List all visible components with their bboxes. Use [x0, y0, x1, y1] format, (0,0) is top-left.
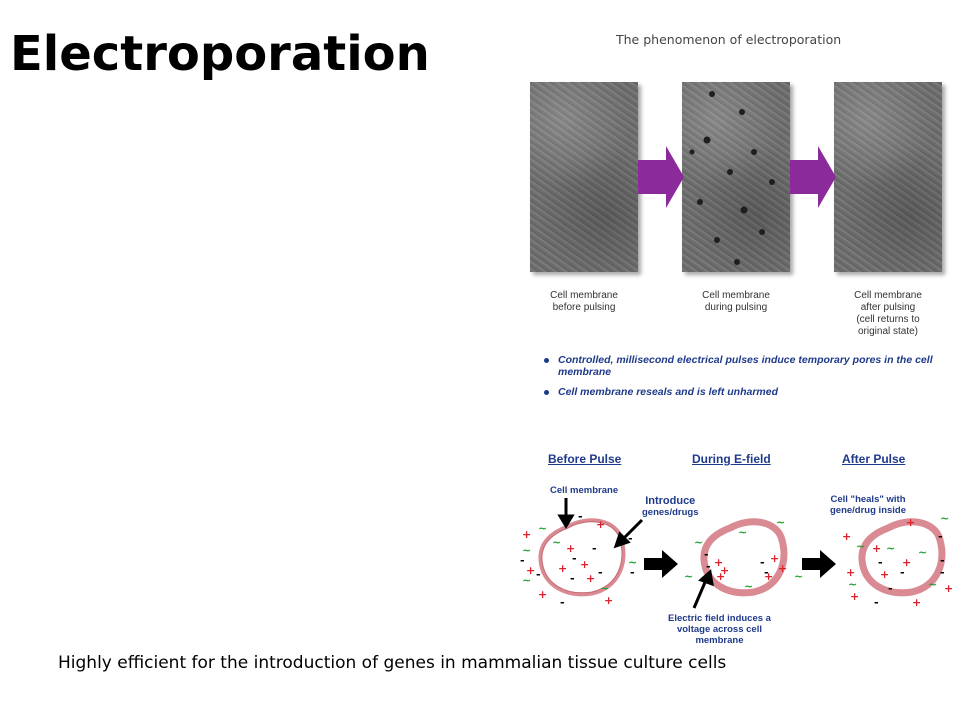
pointer-arrows	[557, 498, 714, 609]
note-heals: Cell "heals" with gene/drug inside	[830, 494, 907, 516]
header-before-pulse: Before Pulse	[548, 452, 622, 466]
svg-text:-: -	[706, 560, 711, 573]
svg-text:+: +	[846, 566, 855, 579]
svg-text:-: -	[598, 566, 603, 579]
svg-text:-: -	[938, 530, 943, 543]
note-introduce: Introduce genes/drugs	[642, 495, 699, 519]
bullet-item: Controlled, millisecond electrical pulse…	[544, 354, 944, 378]
svg-text:~: ~	[600, 582, 609, 595]
membrane-photo-after	[834, 82, 942, 272]
svg-text:+: +	[566, 542, 575, 555]
svg-text:-: -	[764, 566, 769, 579]
svg-text:+: +	[580, 558, 589, 571]
svg-text:+: +	[764, 570, 773, 583]
svg-text:-: -	[760, 556, 765, 569]
svg-text:+: +	[720, 564, 729, 577]
membrane-photo-before	[530, 82, 638, 272]
svg-text:-: -	[536, 568, 541, 581]
svg-text:+: +	[526, 564, 535, 577]
svg-text:+: +	[586, 572, 595, 585]
svg-text:~: ~	[928, 578, 937, 591]
svg-text:-: -	[570, 572, 575, 585]
svg-text:+: +	[842, 530, 851, 543]
svg-text:~: ~	[684, 570, 693, 583]
svg-text:-: -	[628, 532, 633, 545]
svg-text:-: -	[560, 596, 565, 609]
svg-text:~: ~	[744, 580, 753, 593]
svg-text:+: +	[596, 518, 605, 531]
svg-text:~: ~	[776, 516, 785, 529]
svg-text:+: +	[850, 590, 859, 603]
charge-symbols: +++ +++ +++ +++ +++ +++ +++ +++ ~~~ ~~~ …	[520, 510, 953, 609]
svg-text:-: -	[940, 554, 945, 567]
page-title: Electroporation	[10, 26, 430, 82]
svg-text:-: -	[878, 556, 883, 569]
slide-caption: Highly efficient for the introduction of…	[58, 653, 727, 673]
bullet-item: Cell membrane reseals and is left unharm…	[544, 386, 944, 398]
svg-text:~: ~	[694, 536, 703, 549]
figure-bullets: Controlled, millisecond electrical pulse…	[544, 354, 944, 406]
svg-text:+: +	[906, 516, 915, 529]
svg-text:-: -	[900, 566, 905, 579]
svg-text:+: +	[872, 542, 881, 555]
svg-text:~: ~	[552, 536, 561, 549]
svg-text:-: -	[520, 554, 525, 567]
cell-after	[858, 518, 946, 597]
note-cell-membrane: Cell membrane	[550, 485, 619, 496]
cell-before	[538, 518, 626, 597]
svg-text:+: +	[902, 556, 911, 569]
header-during-field: During E-field	[692, 452, 771, 466]
svg-text:-: -	[874, 596, 879, 609]
svg-text:+: +	[538, 588, 547, 601]
svg-text:~: ~	[794, 570, 803, 583]
svg-text:-: -	[572, 552, 577, 565]
svg-text:~: ~	[538, 522, 547, 535]
arrow-right-icon	[790, 146, 836, 208]
arrow-right-icon	[644, 550, 836, 578]
svg-text:~: ~	[940, 512, 949, 525]
svg-text:~: ~	[918, 546, 927, 559]
svg-text:+: +	[944, 582, 953, 595]
svg-text:-: -	[888, 582, 893, 595]
svg-text:+: +	[770, 552, 779, 565]
header-after-pulse: After Pulse	[842, 452, 906, 466]
svg-text:+: +	[522, 528, 531, 541]
svg-text:-: -	[578, 510, 583, 523]
svg-text:-: -	[630, 566, 635, 579]
svg-text:+: +	[604, 594, 613, 607]
svg-text:+: +	[714, 556, 723, 569]
svg-text:~: ~	[738, 526, 747, 539]
svg-text:~: ~	[522, 544, 531, 557]
svg-text:~: ~	[522, 574, 531, 587]
svg-text:+: +	[912, 596, 921, 609]
svg-text:-: -	[592, 542, 597, 555]
svg-text:-: -	[940, 566, 945, 579]
svg-text:~: ~	[628, 556, 637, 569]
membrane-photo-during	[682, 82, 790, 272]
svg-text:~: ~	[886, 542, 895, 555]
arrow-right-icon	[638, 146, 684, 208]
cell-during	[700, 518, 788, 597]
pores-overlay	[689, 91, 775, 265]
svg-text:+: +	[558, 562, 567, 575]
svg-text:+: +	[778, 562, 787, 575]
note-electric-field: Electric field induces a voltage across …	[668, 613, 771, 646]
svg-text:~: ~	[856, 540, 865, 553]
figure-title: The phenomenon of electroporation	[616, 32, 842, 47]
electroporation-diagram: +++ +++ +++ +++ +++ +++ +++ +++ ~~~ ~~~ …	[520, 498, 953, 609]
svg-text:+: +	[716, 570, 725, 583]
svg-text:-: -	[704, 548, 709, 561]
svg-text:~: ~	[848, 578, 857, 591]
svg-text:+: +	[880, 568, 889, 581]
